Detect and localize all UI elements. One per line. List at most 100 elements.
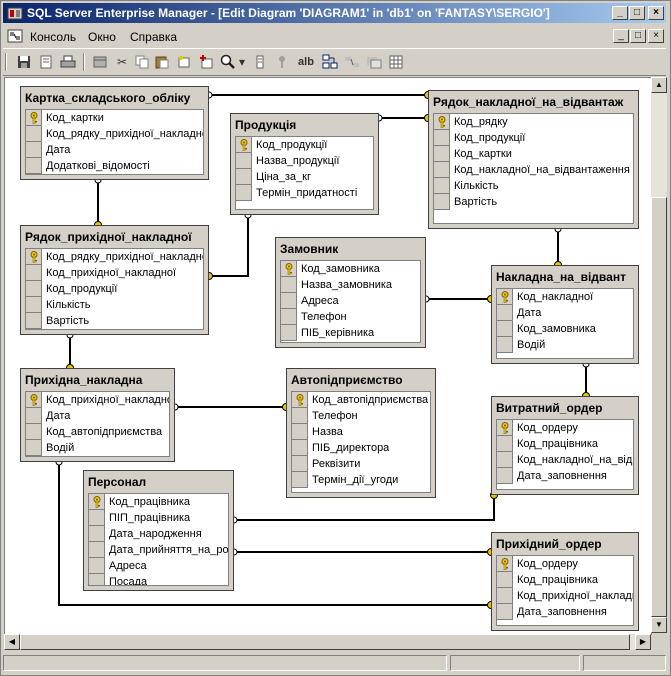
diagram-doc-icon[interactable]: [7, 28, 23, 44]
table-title[interactable]: Прихідна_накладна: [25, 373, 143, 387]
row-selector[interactable]: [26, 408, 42, 424]
column-row[interactable]: Назва: [292, 424, 430, 440]
row-selector[interactable]: [26, 424, 42, 440]
relationship-line[interactable]: [209, 215, 249, 277]
column-row[interactable]: Назва_замовника: [281, 277, 420, 293]
row-selector[interactable]: [497, 556, 513, 572]
row-selector[interactable]: [89, 526, 105, 542]
close-button[interactable]: ×: [648, 6, 664, 20]
column-row[interactable]: Дата: [26, 142, 203, 158]
row-selector[interactable]: [497, 305, 513, 321]
row-selector[interactable]: [26, 297, 42, 313]
cut-icon[interactable]: ✂: [116, 55, 128, 69]
column-row[interactable]: Код_накладної_на_відвантаження: [434, 162, 633, 178]
column-row[interactable]: Код_накладної: [497, 289, 633, 305]
column-row[interactable]: Код_замовника: [497, 321, 633, 337]
arrange-tables-icon[interactable]: [321, 53, 339, 71]
text-annotation-icon[interactable]: alb: [298, 56, 314, 68]
column-row[interactable]: Термін_придатності: [236, 185, 373, 201]
row-selector[interactable]: [497, 289, 513, 305]
title-bar[interactable]: SQL Server Enterprise Manager - [Edit Di…: [3, 3, 666, 23]
column-row[interactable]: Вартість: [434, 194, 633, 210]
column-row[interactable]: Реквізити: [292, 456, 430, 472]
row-selector[interactable]: [26, 142, 42, 158]
row-selector[interactable]: [26, 110, 42, 126]
column-row[interactable]: Телефон: [292, 408, 430, 424]
column-row[interactable]: Код_прихідної_накладної: [497, 588, 633, 604]
row-selector[interactable]: [434, 114, 450, 130]
column-row[interactable]: Код_ордеру: [497, 420, 633, 436]
scroll-up-arrow[interactable]: ▲: [651, 77, 667, 93]
column-row[interactable]: Код_рядку_прихідної_накладної: [26, 126, 203, 142]
column-row[interactable]: Кількість: [434, 178, 633, 194]
row-selector[interactable]: [497, 468, 513, 484]
row-selector[interactable]: [497, 572, 513, 588]
row-selector[interactable]: [89, 510, 105, 526]
vertical-scrollbar[interactable]: ▲ ▼: [651, 77, 667, 633]
column-row[interactable]: Водій: [26, 440, 169, 456]
table-title[interactable]: Накладна_на_відвант: [496, 270, 626, 284]
table-title[interactable]: Продукція: [235, 118, 297, 132]
add-table-icon[interactable]: [197, 53, 215, 71]
row-selector[interactable]: [26, 249, 42, 265]
row-selector[interactable]: [292, 440, 308, 456]
row-selector[interactable]: [292, 392, 308, 408]
column-row[interactable]: Водій: [497, 337, 633, 353]
row-selector[interactable]: [292, 424, 308, 440]
row-selector[interactable]: [89, 558, 105, 574]
row-selector[interactable]: [434, 130, 450, 146]
row-selector[interactable]: [236, 169, 252, 185]
maximize-button[interactable]: □: [629, 6, 645, 20]
row-selector[interactable]: [236, 185, 252, 201]
row-selector[interactable]: [497, 337, 513, 353]
column-row[interactable]: Дата: [26, 408, 169, 424]
key-icon[interactable]: [273, 53, 291, 71]
column-row[interactable]: Код_рядку_прихідної_накладної: [26, 249, 203, 265]
column-row[interactable]: Код_картки: [26, 110, 203, 126]
vertical-scroll-thumb[interactable]: [651, 197, 667, 617]
column-row[interactable]: Дата: [497, 305, 633, 321]
table-title[interactable]: Персонал: [88, 475, 147, 489]
show-relationship-labels-icon[interactable]: [365, 53, 383, 71]
row-selector[interactable]: [497, 604, 513, 620]
row-selector[interactable]: [89, 574, 105, 585]
menu-help[interactable]: Справка: [130, 30, 178, 44]
column-row[interactable]: Адреса: [281, 293, 420, 309]
column-row[interactable]: Код_картки: [434, 146, 633, 162]
column-row[interactable]: Термін_дії_угоди: [292, 472, 430, 488]
minimize-button[interactable]: _: [612, 6, 628, 20]
row-selector[interactable]: [281, 261, 297, 277]
row-selector[interactable]: [497, 436, 513, 452]
row-selector[interactable]: [281, 277, 297, 293]
column-row[interactable]: ПІБ_директора: [292, 440, 430, 456]
column-row[interactable]: Дата_народження: [89, 526, 228, 542]
column-row[interactable]: Код_працівника: [497, 436, 633, 452]
column-row[interactable]: Телефон: [281, 309, 420, 325]
column-row[interactable]: Код_працівника: [89, 494, 228, 510]
horizontal-scrollbar[interactable]: ◀ ▶: [4, 634, 651, 650]
relationship-icon[interactable]: [251, 53, 269, 71]
row-selector[interactable]: [26, 313, 42, 329]
table-title[interactable]: Автопідприємство: [291, 373, 403, 387]
row-selector[interactable]: [434, 178, 450, 194]
zoom-dropdown-icon[interactable]: ▾: [238, 55, 246, 69]
row-selector[interactable]: [236, 153, 252, 169]
scroll-down-arrow[interactable]: ▼: [651, 617, 667, 633]
row-selector[interactable]: [434, 146, 450, 162]
doc-close-button[interactable]: ×: [648, 29, 664, 43]
column-row[interactable]: ПІБ_керівника: [281, 325, 420, 341]
column-row[interactable]: Посада: [89, 574, 228, 585]
paste-icon[interactable]: [153, 53, 171, 71]
column-row[interactable]: Додаткові_відомості: [26, 158, 203, 174]
row-selector[interactable]: [26, 440, 42, 456]
column-row[interactable]: Код_автопідприємства: [292, 392, 430, 408]
column-row[interactable]: Код_прихідної_накладної: [26, 392, 169, 408]
relationship-line[interactable]: [58, 462, 491, 606]
